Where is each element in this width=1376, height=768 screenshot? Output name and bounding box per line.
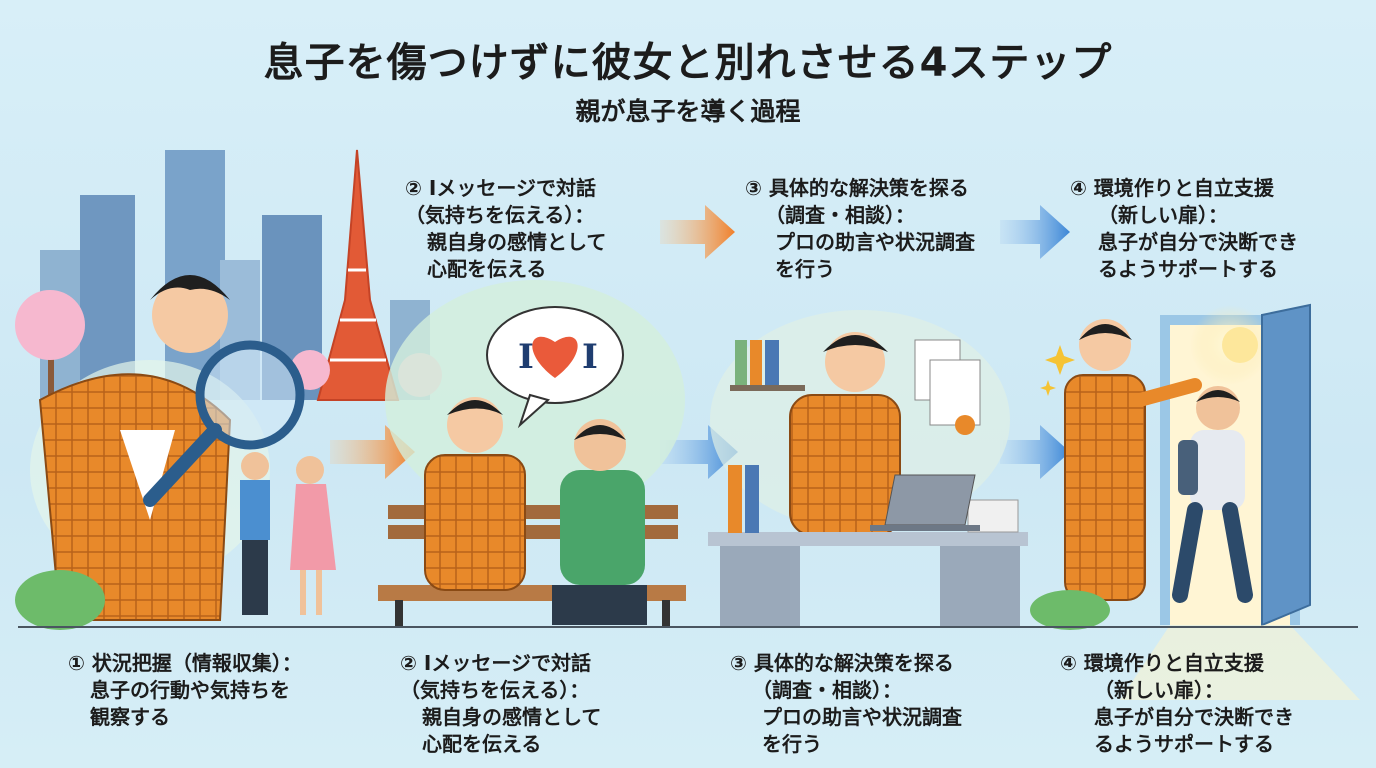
top-caption-step-2: ② Iメッセージで対話 （気持ちを伝える）： 親自身の感情として 心配を伝える	[405, 176, 607, 281]
walking-son	[1172, 386, 1253, 603]
heart-icon	[532, 336, 578, 378]
top-caption-step-4: ④ 環境作りと自立支援 （新しい扉）： 息子が自分で決断でき るようサポートする	[1070, 176, 1298, 281]
bubble-letter-right: I	[582, 337, 598, 377]
arrow-right-icon	[1000, 425, 1070, 479]
bookshelf	[730, 340, 805, 391]
top-caption-step-3: ③ 具体的な解決策を探る （調査・相談）： プロの助言や状況調査 を行う	[745, 176, 975, 281]
bubble-letter-left: I	[518, 337, 534, 377]
father-on-bench	[424, 397, 526, 591]
ground-line	[18, 626, 1358, 628]
speech-bubble	[486, 306, 624, 429]
caption-step-3: ③ 具体的な解決策を探る （調査・相談）： プロの助言や状況調査 を行う	[730, 651, 962, 756]
arrow-right-icon	[1000, 205, 1070, 259]
caption-step-2: ② Iメッセージで対話 （気持ちを伝える）： 親自身の感情として 心配を伝える	[400, 651, 602, 756]
documents	[914, 339, 981, 435]
researcher-father	[789, 332, 901, 536]
tokyo-tower	[316, 149, 400, 401]
caption-step-4: ④ 環境作りと自立支援 （新しい扉）： 息子が自分で決断でき るようサポートする	[1060, 651, 1294, 756]
sparkle-icon	[1040, 345, 1075, 396]
laptop-icon	[870, 474, 980, 531]
detective-father	[38, 275, 232, 621]
page-subtitle: 親が息子を導く過程	[575, 97, 801, 126]
supporting-father	[1064, 319, 1202, 601]
light-beam	[1120, 625, 1360, 700]
magnifier-icon	[143, 340, 305, 507]
son-on-bench	[552, 419, 647, 625]
couple	[240, 452, 336, 615]
arrow-right-icon	[660, 205, 735, 259]
page-title: 息子を傷つけずに彼女と別れさせる4ステップ	[263, 40, 1113, 86]
caption-step-1: ① 状況把握（情報収集）： 息子の行動や気持ちを 観察する	[68, 651, 302, 729]
